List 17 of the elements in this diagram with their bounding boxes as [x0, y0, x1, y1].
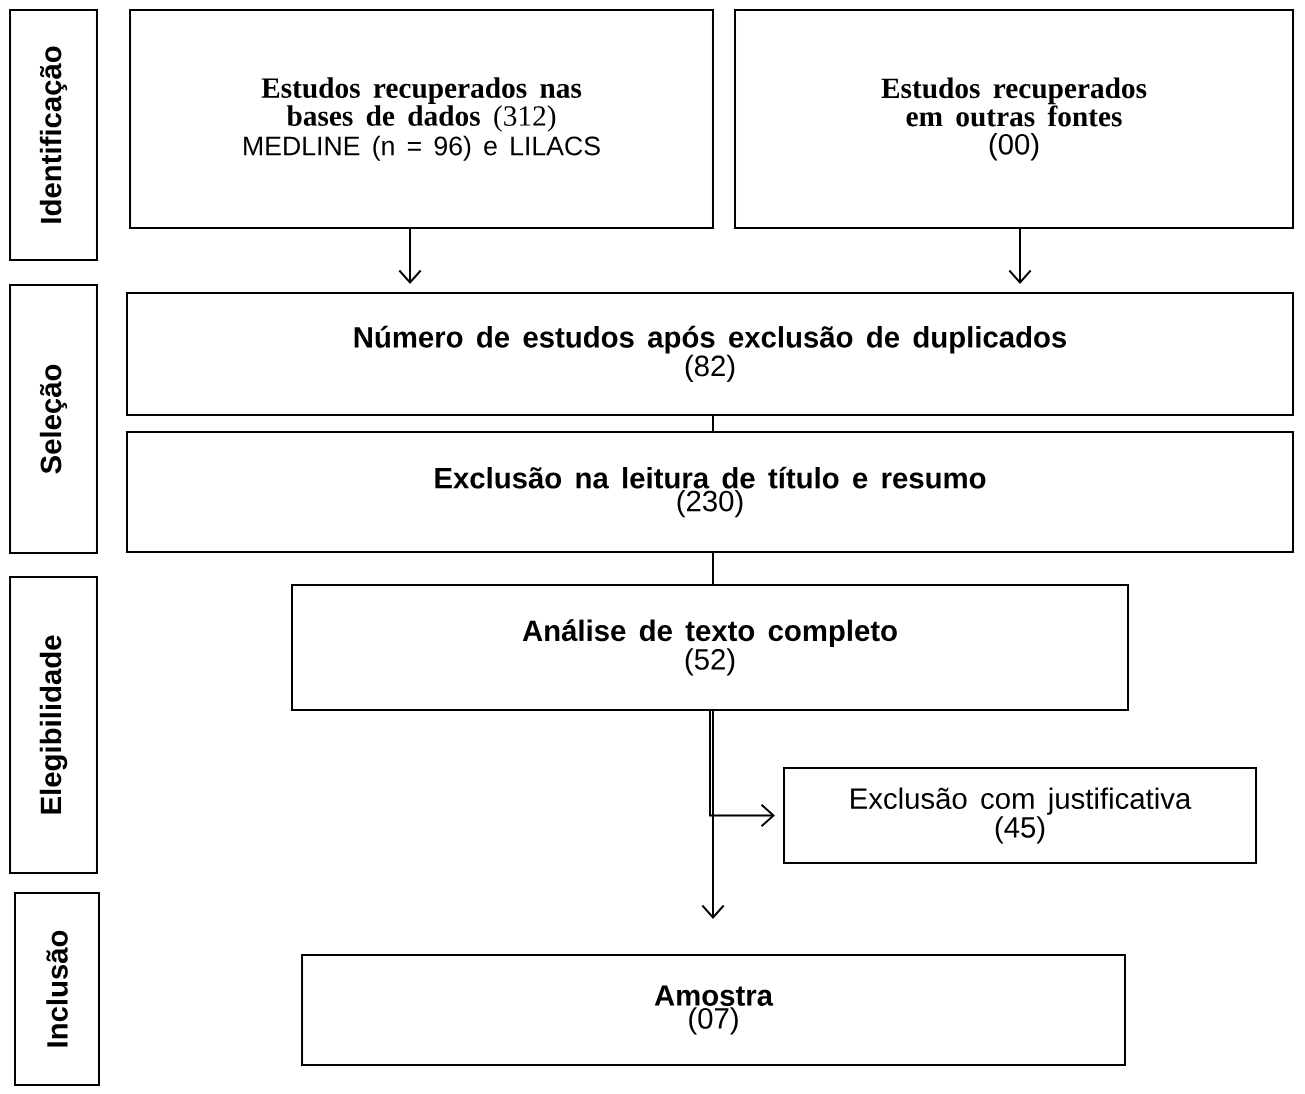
process-box: Estudos recuperados nas bases de dados (312) MEDLINE (n = 96) e LILACS: [129, 9, 714, 229]
arrow: [709, 710, 775, 828]
arrow: [398, 228, 422, 284]
process-box: Número de estudos após exclusão de duplicados (82): [126, 292, 1294, 416]
stage-label-box: Inclusão: [14, 892, 100, 1086]
process-box: Exclusão na leitura de título e resumo (230): [126, 431, 1294, 553]
arrow: [1008, 228, 1032, 284]
process-box: Estudos recuperados em outras fontes (00): [734, 9, 1294, 229]
stage-label-box: Identificação: [9, 9, 98, 261]
arrow: [701, 710, 725, 919]
stage-label-box: Seleção: [9, 284, 98, 554]
stage-label-box: Elegibilidade: [9, 576, 98, 874]
connector-line: [712, 415, 714, 432]
process-box: Amostra (07): [301, 954, 1126, 1066]
process-box: Análise de texto completo (52): [291, 583, 1129, 712]
connector-line: [712, 552, 714, 585]
process-box: Exclusão com justificativa (45): [783, 767, 1257, 864]
